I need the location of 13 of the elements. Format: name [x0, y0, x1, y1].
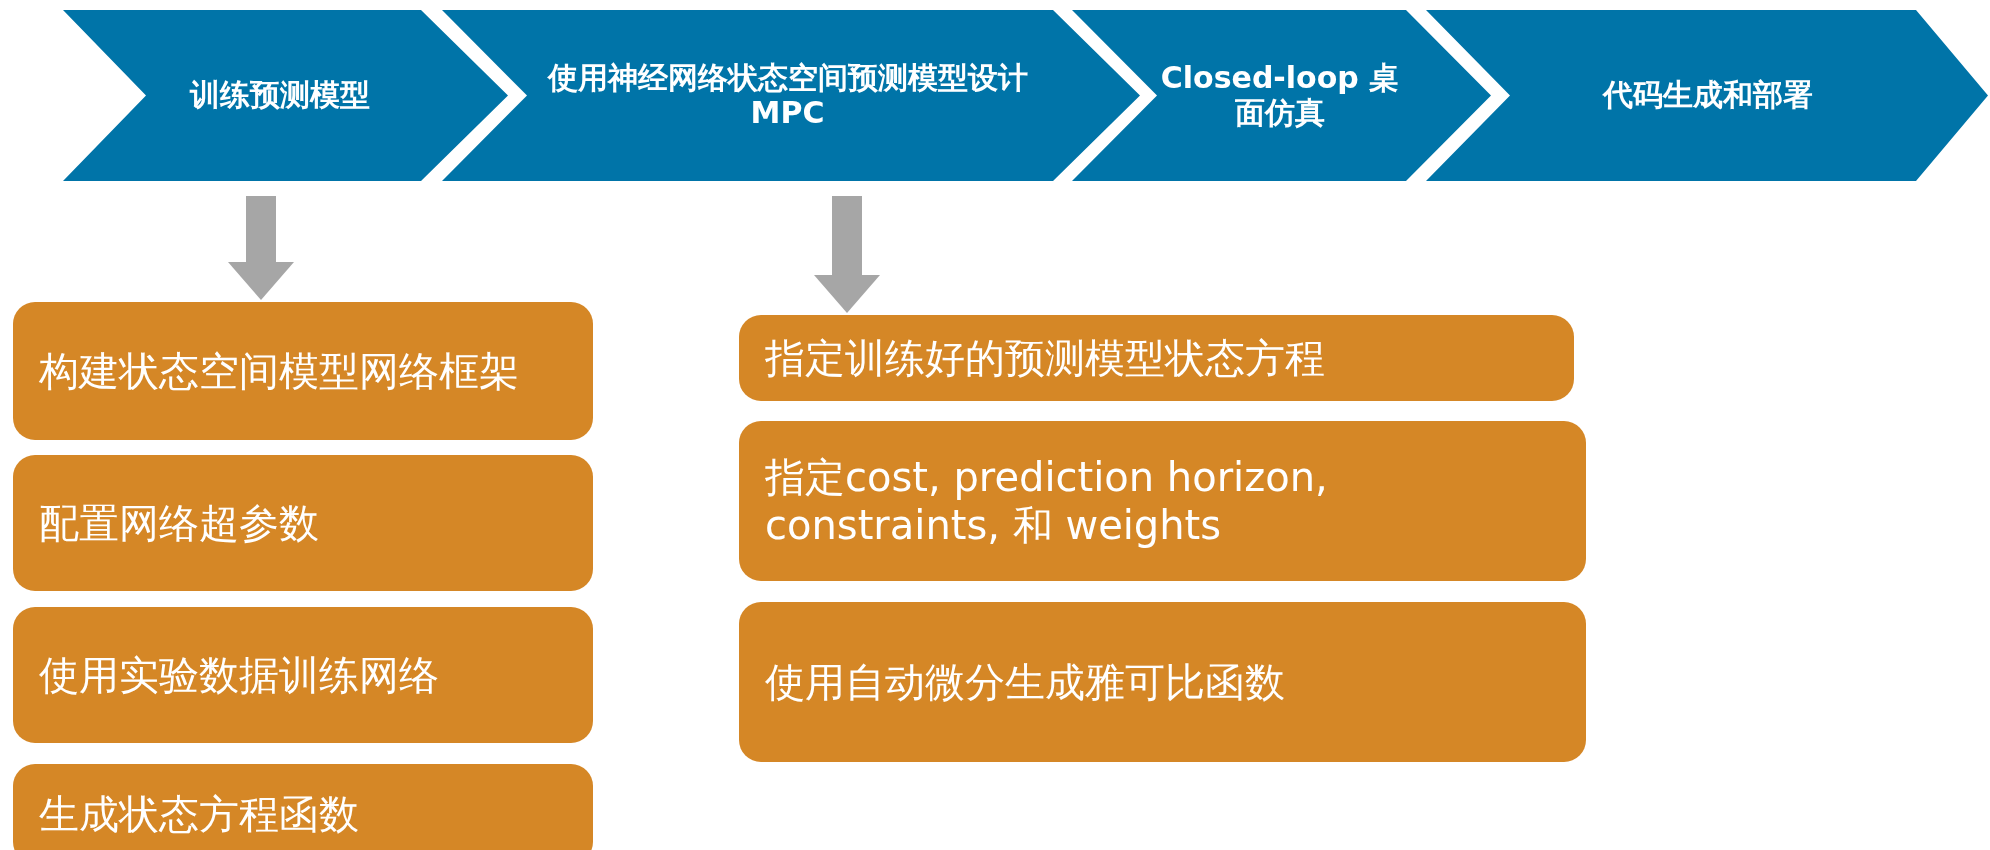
task-box: 生成状态方程函数 [13, 764, 593, 850]
step-label: 训练预测模型 [190, 78, 370, 113]
task-box: 配置网络超参数 [13, 455, 593, 591]
task-box: 指定训练好的预测模型状态方程 [739, 315, 1574, 401]
down-arrow [814, 196, 880, 313]
step-label: 使用神经网络状态空间预测模型设计MPC [546, 61, 1029, 130]
task-box: 使用实验数据训练网络 [13, 607, 593, 743]
down-arrow [228, 196, 294, 300]
task-box: 使用自动微分生成雅可比函数 [739, 602, 1586, 762]
step-label: 代码生成和部署 [1602, 78, 1813, 113]
step-label: Closed-loop 桌面仿真 [1160, 61, 1400, 130]
task-box: 指定cost, prediction horizon, constraints, 和 weights [739, 421, 1586, 581]
task-box: 构建状态空间模型网络框架 [13, 302, 593, 440]
